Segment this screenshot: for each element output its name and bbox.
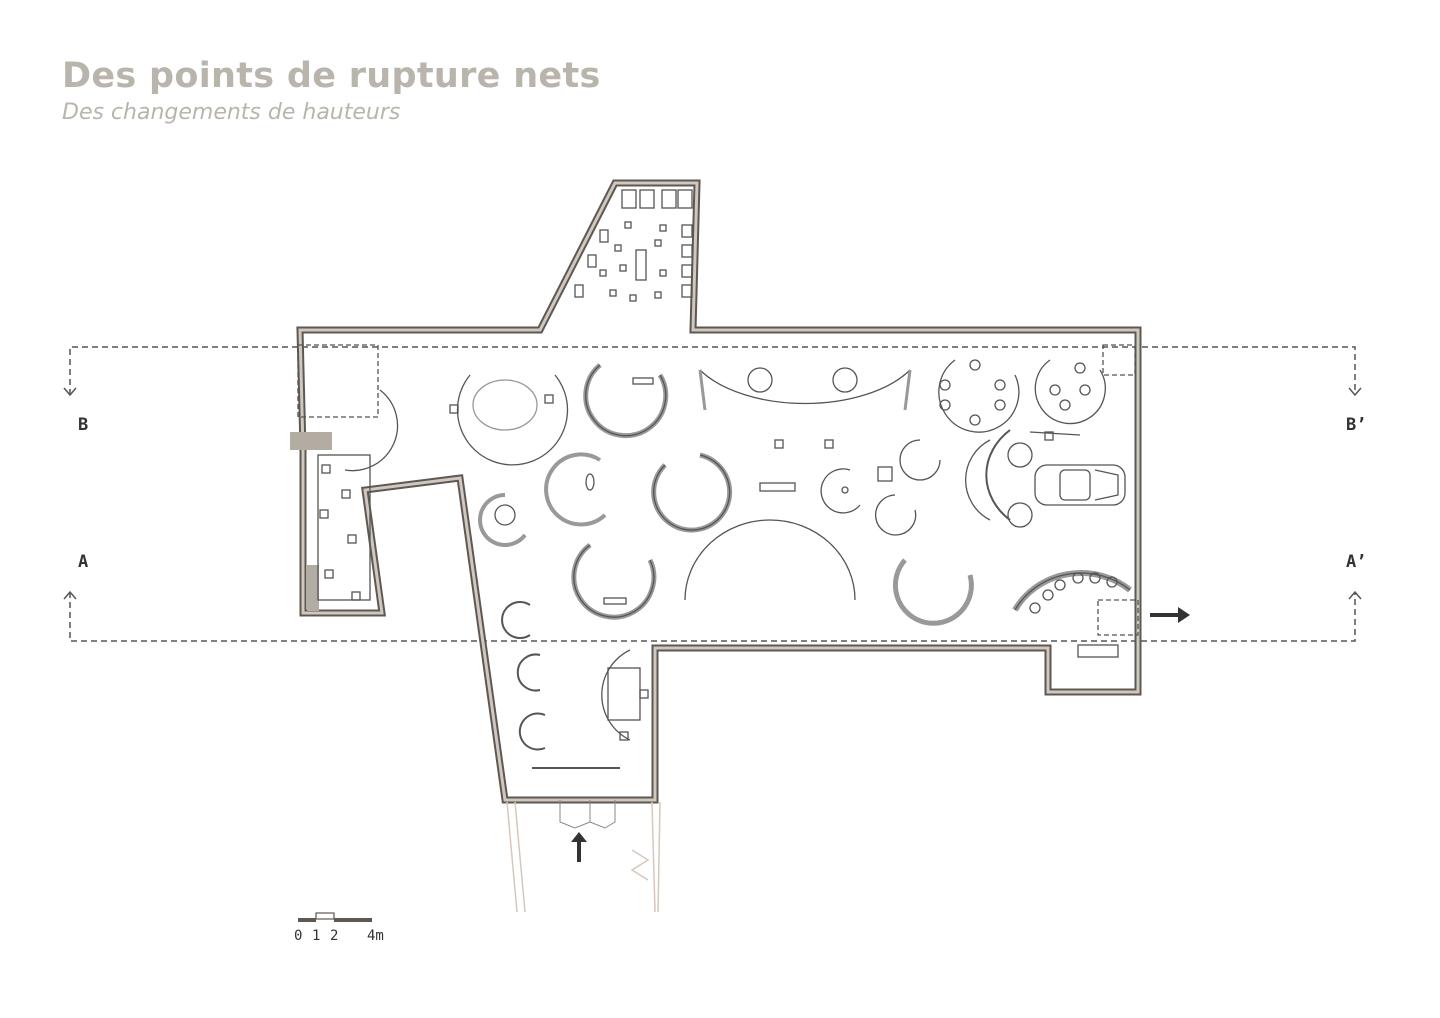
street-lines [506,801,661,913]
plan-subtitle: Des changements de hauteurs [62,100,401,125]
exterior-walls [290,179,1142,804]
entrance-arrow-icon [571,832,587,862]
furniture [297,189,1139,769]
section-line-a [69,592,1356,642]
section-arrows [63,387,1362,600]
section-line-b [69,346,1356,395]
scale-label-2: 2 [330,928,339,944]
arrows [571,607,1190,862]
section-label-b-prime: B’ [1346,415,1367,435]
scale-label-1: 1 [312,928,321,944]
section-label-a-prime: A’ [1346,552,1367,572]
entrance-door [559,800,616,829]
section-lines [69,346,1356,642]
section-label-a: A [78,552,89,572]
car-icon [1034,464,1126,506]
wedge-seating [574,189,693,302]
scale-label-4m: 4m [367,928,384,944]
exit-arrow-icon [1150,607,1190,623]
scale-label-0: 0 [294,928,303,944]
scale-bar [298,912,372,922]
plan-title: Des points de rupture nets [62,56,601,96]
section-label-b: B [78,415,89,435]
corridor-seating [317,454,371,601]
